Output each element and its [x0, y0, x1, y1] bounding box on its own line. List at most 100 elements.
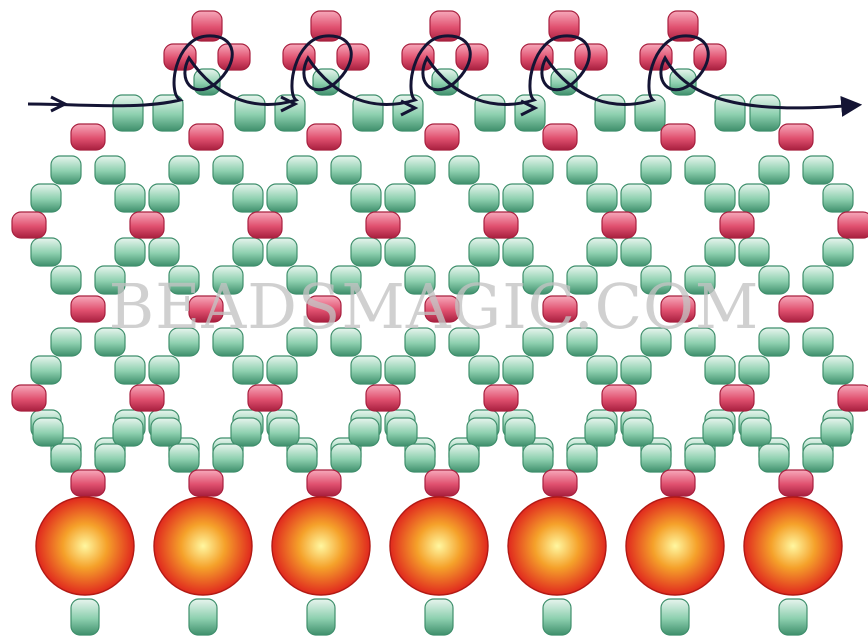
- seed-bead: [684, 327, 716, 357]
- accent-bead: [188, 295, 224, 323]
- seed-bead: [522, 155, 554, 185]
- accent-bead: [365, 211, 401, 239]
- seed-bead: [424, 598, 454, 636]
- seed-bead: [468, 355, 500, 385]
- seed-bead: [404, 443, 436, 473]
- accent-bead: [693, 43, 727, 71]
- seed-bead: [330, 265, 362, 295]
- seed-bead: [522, 327, 554, 357]
- seed-bead: [148, 237, 180, 267]
- round-bead: [35, 496, 135, 596]
- seed-bead: [50, 155, 82, 185]
- seed-bead: [778, 598, 808, 636]
- seed-bead: [822, 183, 854, 213]
- seed-bead: [738, 355, 770, 385]
- accent-bead: [542, 123, 578, 151]
- seed-bead: [114, 355, 146, 385]
- accent-bead: [217, 43, 251, 71]
- seed-bead: [50, 443, 82, 473]
- seed-bead: [522, 443, 554, 473]
- accent-bead: [424, 123, 460, 151]
- seed-bead: [704, 355, 736, 385]
- seed-bead: [566, 265, 598, 295]
- seed-bead: [114, 237, 146, 267]
- accent-bead: [429, 10, 461, 42]
- seed-bead: [802, 327, 834, 357]
- accent-bead: [306, 123, 342, 151]
- accent-bead: [424, 295, 460, 323]
- seed-bead: [740, 417, 772, 447]
- seed-bead: [212, 265, 244, 295]
- accent-bead: [424, 469, 460, 497]
- seed-bead: [758, 443, 790, 473]
- accent-bead: [483, 211, 519, 239]
- seed-bead: [266, 355, 298, 385]
- seed-bead: [586, 183, 618, 213]
- seed-bead: [404, 327, 436, 357]
- round-bead: [507, 496, 607, 596]
- seed-bead: [212, 443, 244, 473]
- seed-bead: [50, 265, 82, 295]
- seed-bead: [684, 443, 716, 473]
- seed-bead: [820, 417, 852, 447]
- seed-bead: [168, 327, 200, 357]
- accent-bead: [247, 211, 283, 239]
- seed-bead: [468, 237, 500, 267]
- seed-bead: [802, 443, 834, 473]
- seed-bead: [268, 417, 300, 447]
- accent-bead: [667, 10, 699, 42]
- accent-bead: [542, 469, 578, 497]
- accent-bead: [129, 384, 165, 412]
- seed-bead: [822, 237, 854, 267]
- seed-bead: [758, 155, 790, 185]
- seed-bead: [168, 443, 200, 473]
- seed-bead: [348, 417, 380, 447]
- accent-bead: [70, 469, 106, 497]
- seed-bead: [640, 155, 672, 185]
- round-bead: [271, 496, 371, 596]
- seed-bead: [622, 417, 654, 447]
- seed-bead: [114, 183, 146, 213]
- seed-bead: [586, 355, 618, 385]
- accent-bead: [778, 469, 814, 497]
- thread-arrow-icon: [27, 34, 863, 117]
- accent-bead: [11, 211, 47, 239]
- seed-bead: [286, 327, 318, 357]
- seed-bead: [684, 155, 716, 185]
- accent-bead: [70, 123, 106, 151]
- seed-bead: [448, 155, 480, 185]
- seed-bead: [502, 237, 534, 267]
- seed-bead: [586, 237, 618, 267]
- seed-bead: [330, 155, 362, 185]
- seed-bead: [468, 183, 500, 213]
- seed-bead: [384, 355, 416, 385]
- accent-bead: [365, 384, 401, 412]
- seed-bead: [94, 265, 126, 295]
- seed-bead: [94, 155, 126, 185]
- direction-arrow-icon: [520, 99, 539, 117]
- accent-bead: [188, 469, 224, 497]
- round-bead: [389, 496, 489, 596]
- accent-bead: [660, 123, 696, 151]
- seed-bead: [738, 183, 770, 213]
- seed-bead: [502, 183, 534, 213]
- accent-bead: [660, 469, 696, 497]
- seed-bead: [620, 183, 652, 213]
- seed-bead: [350, 237, 382, 267]
- accent-bead: [11, 384, 47, 412]
- accent-bead: [601, 211, 637, 239]
- seed-bead: [266, 183, 298, 213]
- accent-bead: [483, 384, 519, 412]
- seed-bead: [620, 355, 652, 385]
- accent-bead: [719, 211, 755, 239]
- seed-bead: [232, 237, 264, 267]
- seed-bead: [704, 237, 736, 267]
- direction-arrow-icon: [280, 95, 299, 113]
- seed-bead: [386, 417, 418, 447]
- accent-bead: [129, 211, 165, 239]
- seed-bead: [286, 155, 318, 185]
- seed-bead: [232, 355, 264, 385]
- seed-bead: [350, 355, 382, 385]
